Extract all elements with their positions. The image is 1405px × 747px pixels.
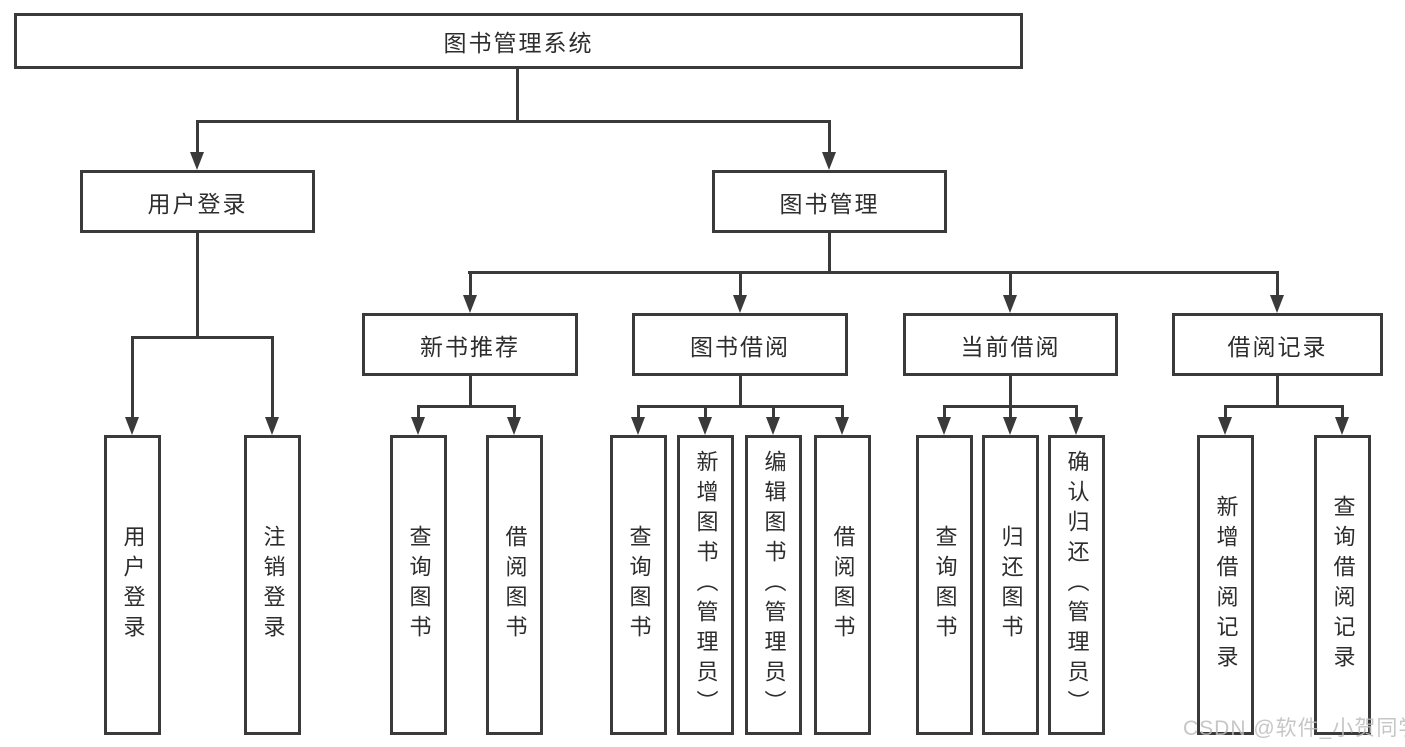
arrowhead-leaf-b3 xyxy=(766,417,780,435)
arrowhead-leaf-c3 xyxy=(1069,417,1083,435)
node-user-login: 用户登录 xyxy=(80,170,315,233)
connector-current-feed xyxy=(1009,376,1012,407)
connector-borrowing-feed xyxy=(739,376,742,407)
connector-user-login-feed xyxy=(196,233,199,338)
arrowhead-leaf-b4 xyxy=(835,417,849,435)
leaf-user-login: 用户登录 xyxy=(104,435,161,735)
connector-leaf-c1 xyxy=(943,405,946,417)
connector-to-leaf-login xyxy=(131,336,134,417)
connector-to-records xyxy=(1276,271,1279,295)
arrowhead-user-login xyxy=(190,152,204,170)
leaf-current-confirm: 确认归还（管理员） xyxy=(1048,435,1105,735)
node-new-books: 新书推荐 xyxy=(362,313,578,376)
connector-user-login-bus xyxy=(131,336,274,339)
arrowhead-leaf-logout xyxy=(265,417,279,435)
leaf-records-add: 新增借阅记录 xyxy=(1197,435,1254,735)
node-user-login-label: 用户登录 xyxy=(147,190,248,217)
leaf-records-query-label: 查询借阅记录 xyxy=(1330,495,1356,675)
arrowhead-leaf-b1 xyxy=(631,417,645,435)
connector-borrowing-bus xyxy=(637,405,844,408)
node-borrow-records-label: 借阅记录 xyxy=(1227,333,1328,360)
node-root: 图书管理系统 xyxy=(14,13,1023,69)
connector-leaf-b1 xyxy=(637,405,640,417)
node-current-borrow-label: 当前借阅 xyxy=(960,333,1061,360)
leaf-records-add-label: 新增借阅记录 xyxy=(1213,495,1239,675)
connector-leaf-c2 xyxy=(1009,405,1012,417)
leaf-borrowing-edit: 编辑图书（管理员） xyxy=(745,435,802,735)
arrowhead-leaf-c2 xyxy=(1003,417,1017,435)
connector-new-books-feed xyxy=(469,376,472,407)
node-book-mgmt: 图书管理 xyxy=(712,170,947,233)
leaf-logout-label: 注销登录 xyxy=(260,525,286,645)
connector-to-book-mgmt xyxy=(828,120,831,152)
connector-to-new-books xyxy=(469,271,472,295)
leaf-records-query: 查询借阅记录 xyxy=(1314,435,1371,735)
connector-records-feed xyxy=(1276,376,1279,407)
node-current-borrow: 当前借阅 xyxy=(903,313,1118,376)
arrowhead-leaf-d1 xyxy=(1218,417,1232,435)
leaf-borrowing-add: 新增图书（管理员） xyxy=(677,435,734,735)
connector-leaf-a1 xyxy=(417,405,420,417)
node-root-label: 图书管理系统 xyxy=(443,30,594,56)
leaf-borrowing-borrow: 借阅图书 xyxy=(814,435,871,735)
connector-to-current xyxy=(1009,271,1012,295)
leaf-borrowing-add-label: 新增图书（管理员） xyxy=(693,450,719,720)
arrowhead-borrowing xyxy=(733,295,747,313)
arrowhead-leaf-c1 xyxy=(937,417,951,435)
connector-to-leaf-logout xyxy=(271,336,274,417)
leaf-newbooks-query: 查询图书 xyxy=(390,435,447,735)
leaf-current-query: 查询图书 xyxy=(916,435,973,735)
leaf-newbooks-borrow-label: 借阅图书 xyxy=(502,525,528,645)
connector-leaf-a2 xyxy=(513,405,516,417)
arrowhead-records xyxy=(1270,295,1284,313)
leaf-current-return-label: 归还图书 xyxy=(998,525,1024,645)
connector-level3-bus xyxy=(468,271,1279,274)
node-borrow-records: 借阅记录 xyxy=(1172,313,1383,376)
leaf-borrowing-edit-label: 编辑图书（管理员） xyxy=(761,450,787,720)
connector-new-books-bus xyxy=(417,405,516,408)
leaf-newbooks-borrow: 借阅图书 xyxy=(486,435,543,735)
connector-to-user-login xyxy=(196,120,199,152)
leaf-logout: 注销登录 xyxy=(244,435,301,735)
connector-leaf-d2 xyxy=(1341,405,1344,417)
arrowhead-leaf-a1 xyxy=(411,417,425,435)
leaf-borrowing-borrow-label: 借阅图书 xyxy=(830,525,856,645)
arrowhead-book-mgmt xyxy=(822,152,836,170)
leaf-borrowing-query: 查询图书 xyxy=(610,435,667,735)
node-borrowing-label: 图书借阅 xyxy=(690,333,790,360)
arrowhead-leaf-d2 xyxy=(1335,417,1349,435)
arrowhead-leaf-a2 xyxy=(507,417,521,435)
arrowhead-new-books xyxy=(463,295,477,313)
connector-leaf-b4 xyxy=(841,405,844,417)
connector-leaf-d1 xyxy=(1224,405,1227,417)
connector-records-bus xyxy=(1224,405,1344,408)
leaf-current-confirm-label: 确认归还（管理员） xyxy=(1064,450,1090,720)
leaf-current-return: 归还图书 xyxy=(982,435,1039,735)
connector-leaf-b3 xyxy=(772,405,775,417)
connector-leaf-b2 xyxy=(704,405,707,417)
connector-root-trunk xyxy=(516,68,519,122)
node-borrowing: 图书借阅 xyxy=(632,313,848,376)
leaf-current-query-label: 查询图书 xyxy=(932,525,958,645)
node-book-mgmt-label: 图书管理 xyxy=(779,190,880,217)
leaf-borrowing-query-label: 查询图书 xyxy=(626,525,652,645)
leaf-newbooks-query-label: 查询图书 xyxy=(406,525,432,645)
connector-leaf-c3 xyxy=(1075,405,1078,417)
csdn-watermark: CSDN @软件_小贺同学 xyxy=(1183,717,1405,740)
leaf-user-login-label: 用户登录 xyxy=(120,525,146,645)
connector-level2-bus xyxy=(196,120,830,123)
connector-to-borrowing xyxy=(739,271,742,295)
arrowhead-leaf-b2 xyxy=(698,417,712,435)
node-new-books-label: 新书推荐 xyxy=(420,333,520,360)
connector-book-mgmt-feed xyxy=(828,233,831,273)
arrowhead-leaf-login xyxy=(125,417,139,435)
arrowhead-current xyxy=(1003,295,1017,313)
